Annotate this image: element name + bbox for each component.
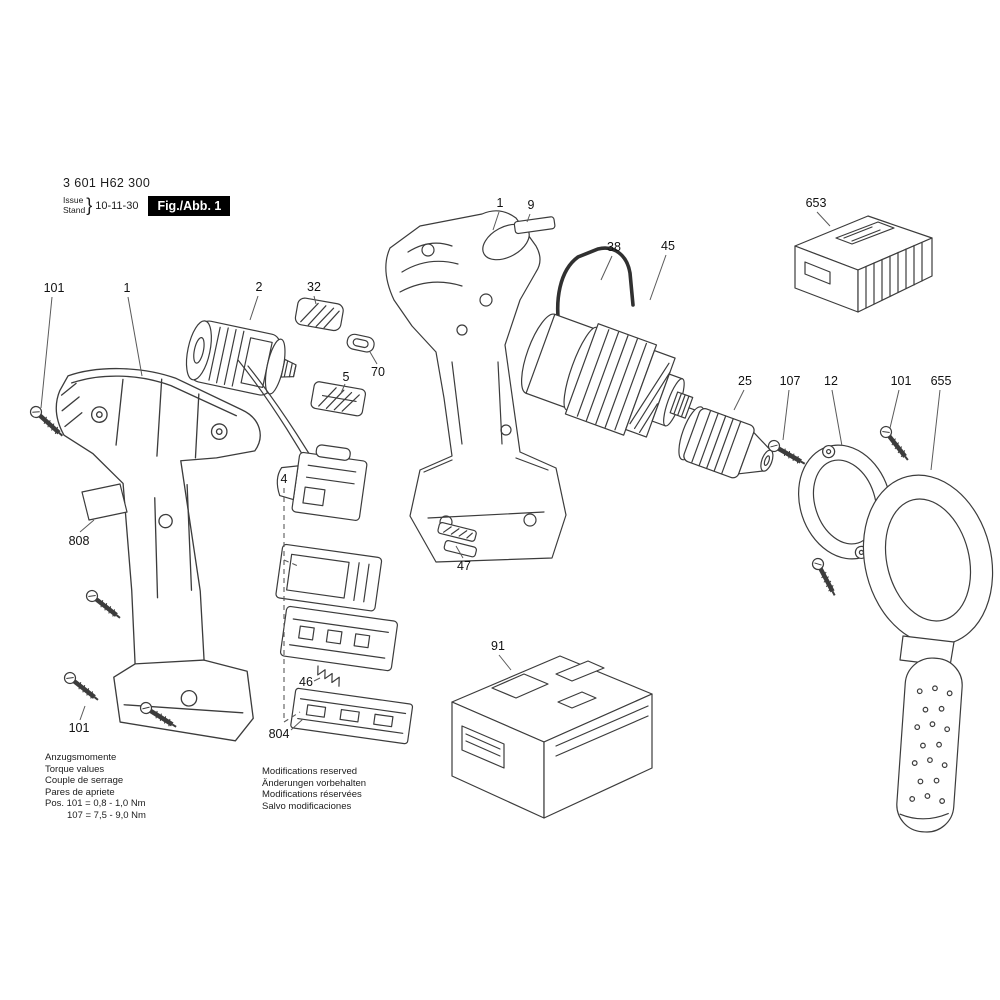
callout-38-bail: 38 [607,240,621,254]
callout-32-clip: 32 [307,280,321,294]
torque-note-line: Pos. 101 = 0,8 - 1,0 Nm [45,798,146,810]
callout-1-left-housing: 1 [123,281,131,295]
title-block: 3 601 H62 300 Issue Stand } 10-11-30 Fig… [63,176,231,216]
bail-38-drawing [556,246,635,334]
stand-label: Stand [63,204,86,215]
screw-101-mid-left-drawing [84,588,123,622]
torque-note-line: Pares de apriete [45,786,115,798]
chuck-25-drawing [678,406,774,479]
callout-655-handle: 655 [930,374,952,388]
torque-note-line: 107 = 7,5 - 9,0 Nm [67,809,146,821]
leader-lines [40,211,941,731]
aux-handle-drawing [862,474,994,833]
spring-46-drawing [317,665,340,687]
screw-101-right-drawing [878,424,912,463]
plate-804-drawing [290,687,414,745]
torque-note-line: Torque values [45,763,105,775]
modification-note-line: Änderungen vorbehalten [262,777,367,789]
switch-assembly-drawing [275,444,398,672]
callout-4-switch: 4 [280,472,288,486]
issue-stand-labels: Issue Stand [63,194,86,216]
issue-label: Issue [63,194,84,205]
modification-note-line: Modifications réservées [262,789,362,801]
figure-badge: Fig./Abb. 1 [148,195,231,216]
callout-804-plate: 804 [268,727,290,741]
gearbox-45-drawing [521,313,703,438]
battery-drawing [451,655,653,819]
callout-2-motor: 2 [255,280,263,294]
issue-date: 10-11-30 [95,199,139,212]
callout-9-strip: 9 [527,198,535,212]
clip-32-drawing [294,297,344,332]
part-47-drawing [437,522,478,558]
callout-101-upper-left: 101 [43,281,65,295]
callout-25-chuck: 25 [738,374,752,388]
label-808-drawing [81,483,128,521]
callout-91-battery: 91 [491,639,505,653]
part-9-drawing [513,216,556,235]
callout-808-sticker: 808 [68,534,90,548]
motor-drawing [185,320,297,396]
screw-ring-mount-drawing [811,557,840,598]
torque-note-line: Couple de serrage [45,775,124,787]
callout-46-spring: 46 [299,675,313,689]
modification-note-line: Salvo modificaciones [262,800,352,812]
modification-note-line: Modifications reserved [262,766,358,777]
callout-101-lower-left: 101 [68,721,90,735]
callout-5-clip: 5 [342,370,350,384]
modification-notes: Modifications reserved Änderungen vorbeh… [262,766,366,812]
callout-12-ring: 12 [824,374,838,388]
assembly-axis-lines [283,488,301,723]
torque-note-line: Anzugsmomente [45,752,117,763]
brace-glyph: } [86,195,93,215]
screw-101-low-left-drawing [62,670,101,704]
part-number: 3 601 H62 300 [63,176,151,190]
callout-45-gearbox: 45 [661,239,675,253]
callout-47-wedge: 47 [457,559,471,573]
charger-drawing [794,215,933,313]
torque-notes: Anzugsmomente Torque values Couple de se… [45,752,146,821]
clip-70-drawing [346,333,375,353]
callout-653-charger: 653 [805,196,827,210]
callout-107-screw: 107 [779,374,801,388]
callout-101-right: 101 [890,374,912,388]
callout-70-clip: 70 [371,365,385,379]
clip-5-drawing [310,381,367,417]
left-housing-half-drawing [55,367,261,742]
callout-1-right-housing: 1 [496,196,504,210]
